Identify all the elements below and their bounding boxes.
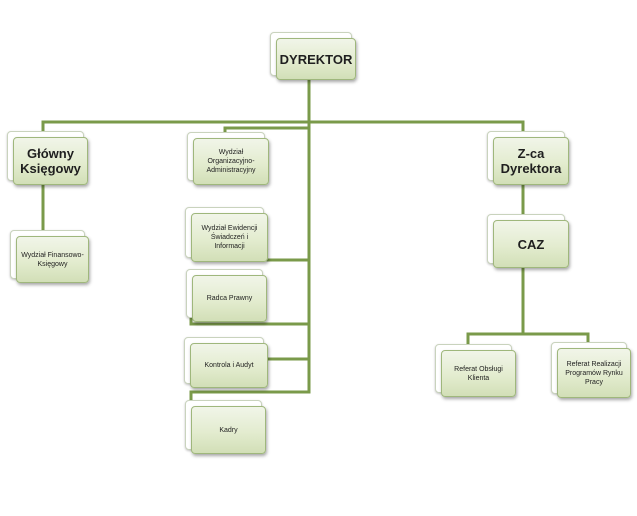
node-label: Główny Księgowy xyxy=(13,137,88,185)
node-legal-advisor: Radca Prawny xyxy=(186,269,267,322)
node-label: Wydział Ewidencji Świadczeń i Informacji xyxy=(191,213,268,262)
node-label: CAZ xyxy=(493,220,569,268)
node-label: Radca Prawny xyxy=(192,275,267,322)
node-client-service: Referat Obsługi Klienta xyxy=(435,344,516,397)
node-label: Z-ca Dyrektora xyxy=(493,137,569,185)
node-label: Wydział Organizacyjno-Administracyjny xyxy=(193,138,269,185)
node-caz: CAZ xyxy=(487,214,569,268)
node-dept-org-admin: Wydział Organizacyjno-Administracyjny xyxy=(187,132,269,185)
node-hr: Kadry xyxy=(185,400,266,454)
node-control-audit: Kontrola i Audyt xyxy=(184,337,268,388)
node-dept-finance: Wydział Finansowo-Księgowy xyxy=(10,230,89,283)
node-director: DYREKTOR xyxy=(270,32,356,80)
node-chief-accountant: Główny Księgowy xyxy=(7,131,88,185)
node-labour-programs: Referat Realizacji Programów Rynku Pracy xyxy=(551,342,631,398)
node-label: DYREKTOR xyxy=(276,38,356,80)
node-dept-records: Wydział Ewidencji Świadczeń i Informacji xyxy=(185,207,268,262)
node-label: Kadry xyxy=(191,406,266,454)
node-label: Kontrola i Audyt xyxy=(190,343,268,388)
node-label: Wydział Finansowo-Księgowy xyxy=(16,236,89,283)
node-label: Referat Obsługi Klienta xyxy=(441,350,516,397)
node-label: Referat Realizacji Programów Rynku Pracy xyxy=(557,348,631,398)
node-deputy-director: Z-ca Dyrektora xyxy=(487,131,569,185)
